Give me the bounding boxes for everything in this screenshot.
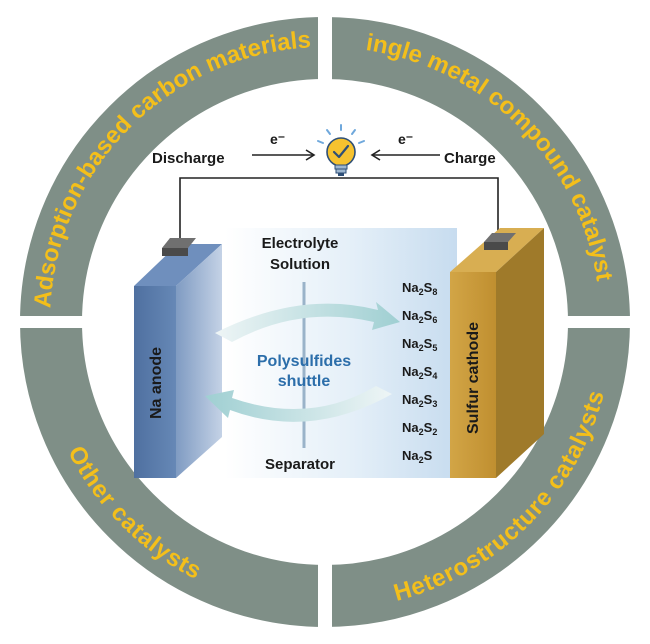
shuttle-arrows bbox=[205, 302, 400, 422]
shuttle-label-line2: shuttle bbox=[278, 373, 331, 390]
circuit-wires bbox=[179, 177, 499, 243]
polysulfide-item: Na2S bbox=[402, 448, 433, 465]
polysulfide-item: Na2S8 bbox=[402, 280, 437, 297]
electrolyte-region bbox=[225, 228, 457, 478]
polysulfide-list: Na2S8 Na2S6 Na2S5 Na2S4 Na2S3 Na2S2 Na2S bbox=[402, 280, 437, 465]
electron-arrows bbox=[252, 149, 440, 161]
polysulfide-item: Na2S4 bbox=[402, 364, 437, 381]
cathode-label: Sulfur cathode bbox=[465, 322, 482, 434]
sulfur-cathode bbox=[450, 228, 544, 478]
charge-label: Charge bbox=[444, 150, 496, 167]
polysulfide-item: Na2S6 bbox=[402, 308, 437, 325]
electron-left-label: e⁻ bbox=[270, 131, 285, 147]
polysulfide-item: Na2S5 bbox=[402, 336, 437, 353]
anode-label: Na anode bbox=[148, 347, 165, 419]
lightbulb-check-icon bbox=[317, 124, 365, 176]
electrolyte-label-line1: Electrolyte bbox=[262, 235, 339, 252]
shuttle-label-line1: Polysulfides bbox=[257, 353, 351, 370]
separator-label: Separator bbox=[265, 456, 335, 473]
polysulfide-item: Na2S2 bbox=[402, 420, 437, 437]
polysulfide-item: Na2S3 bbox=[402, 392, 437, 409]
na-anode bbox=[134, 238, 222, 478]
discharge-label: Discharge bbox=[152, 150, 225, 167]
electrolyte-label-line2: Solution bbox=[270, 256, 330, 273]
electron-right-label: e⁻ bbox=[398, 131, 413, 147]
